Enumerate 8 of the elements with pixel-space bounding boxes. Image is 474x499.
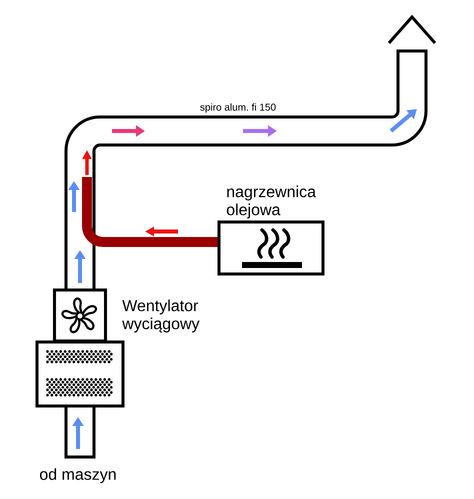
component-label: nagrzewnica olejowa: [226, 186, 316, 218]
filter-box: [36, 340, 124, 408]
inlet-label: od maszyn: [40, 468, 116, 484]
duct: [64, 98, 428, 290]
chimney: [388, 14, 436, 100]
duct: [64, 406, 96, 458]
component-label: Wentylator wyciągowy: [122, 300, 200, 332]
edge-label: spiro alum. fi 150: [198, 102, 278, 114]
